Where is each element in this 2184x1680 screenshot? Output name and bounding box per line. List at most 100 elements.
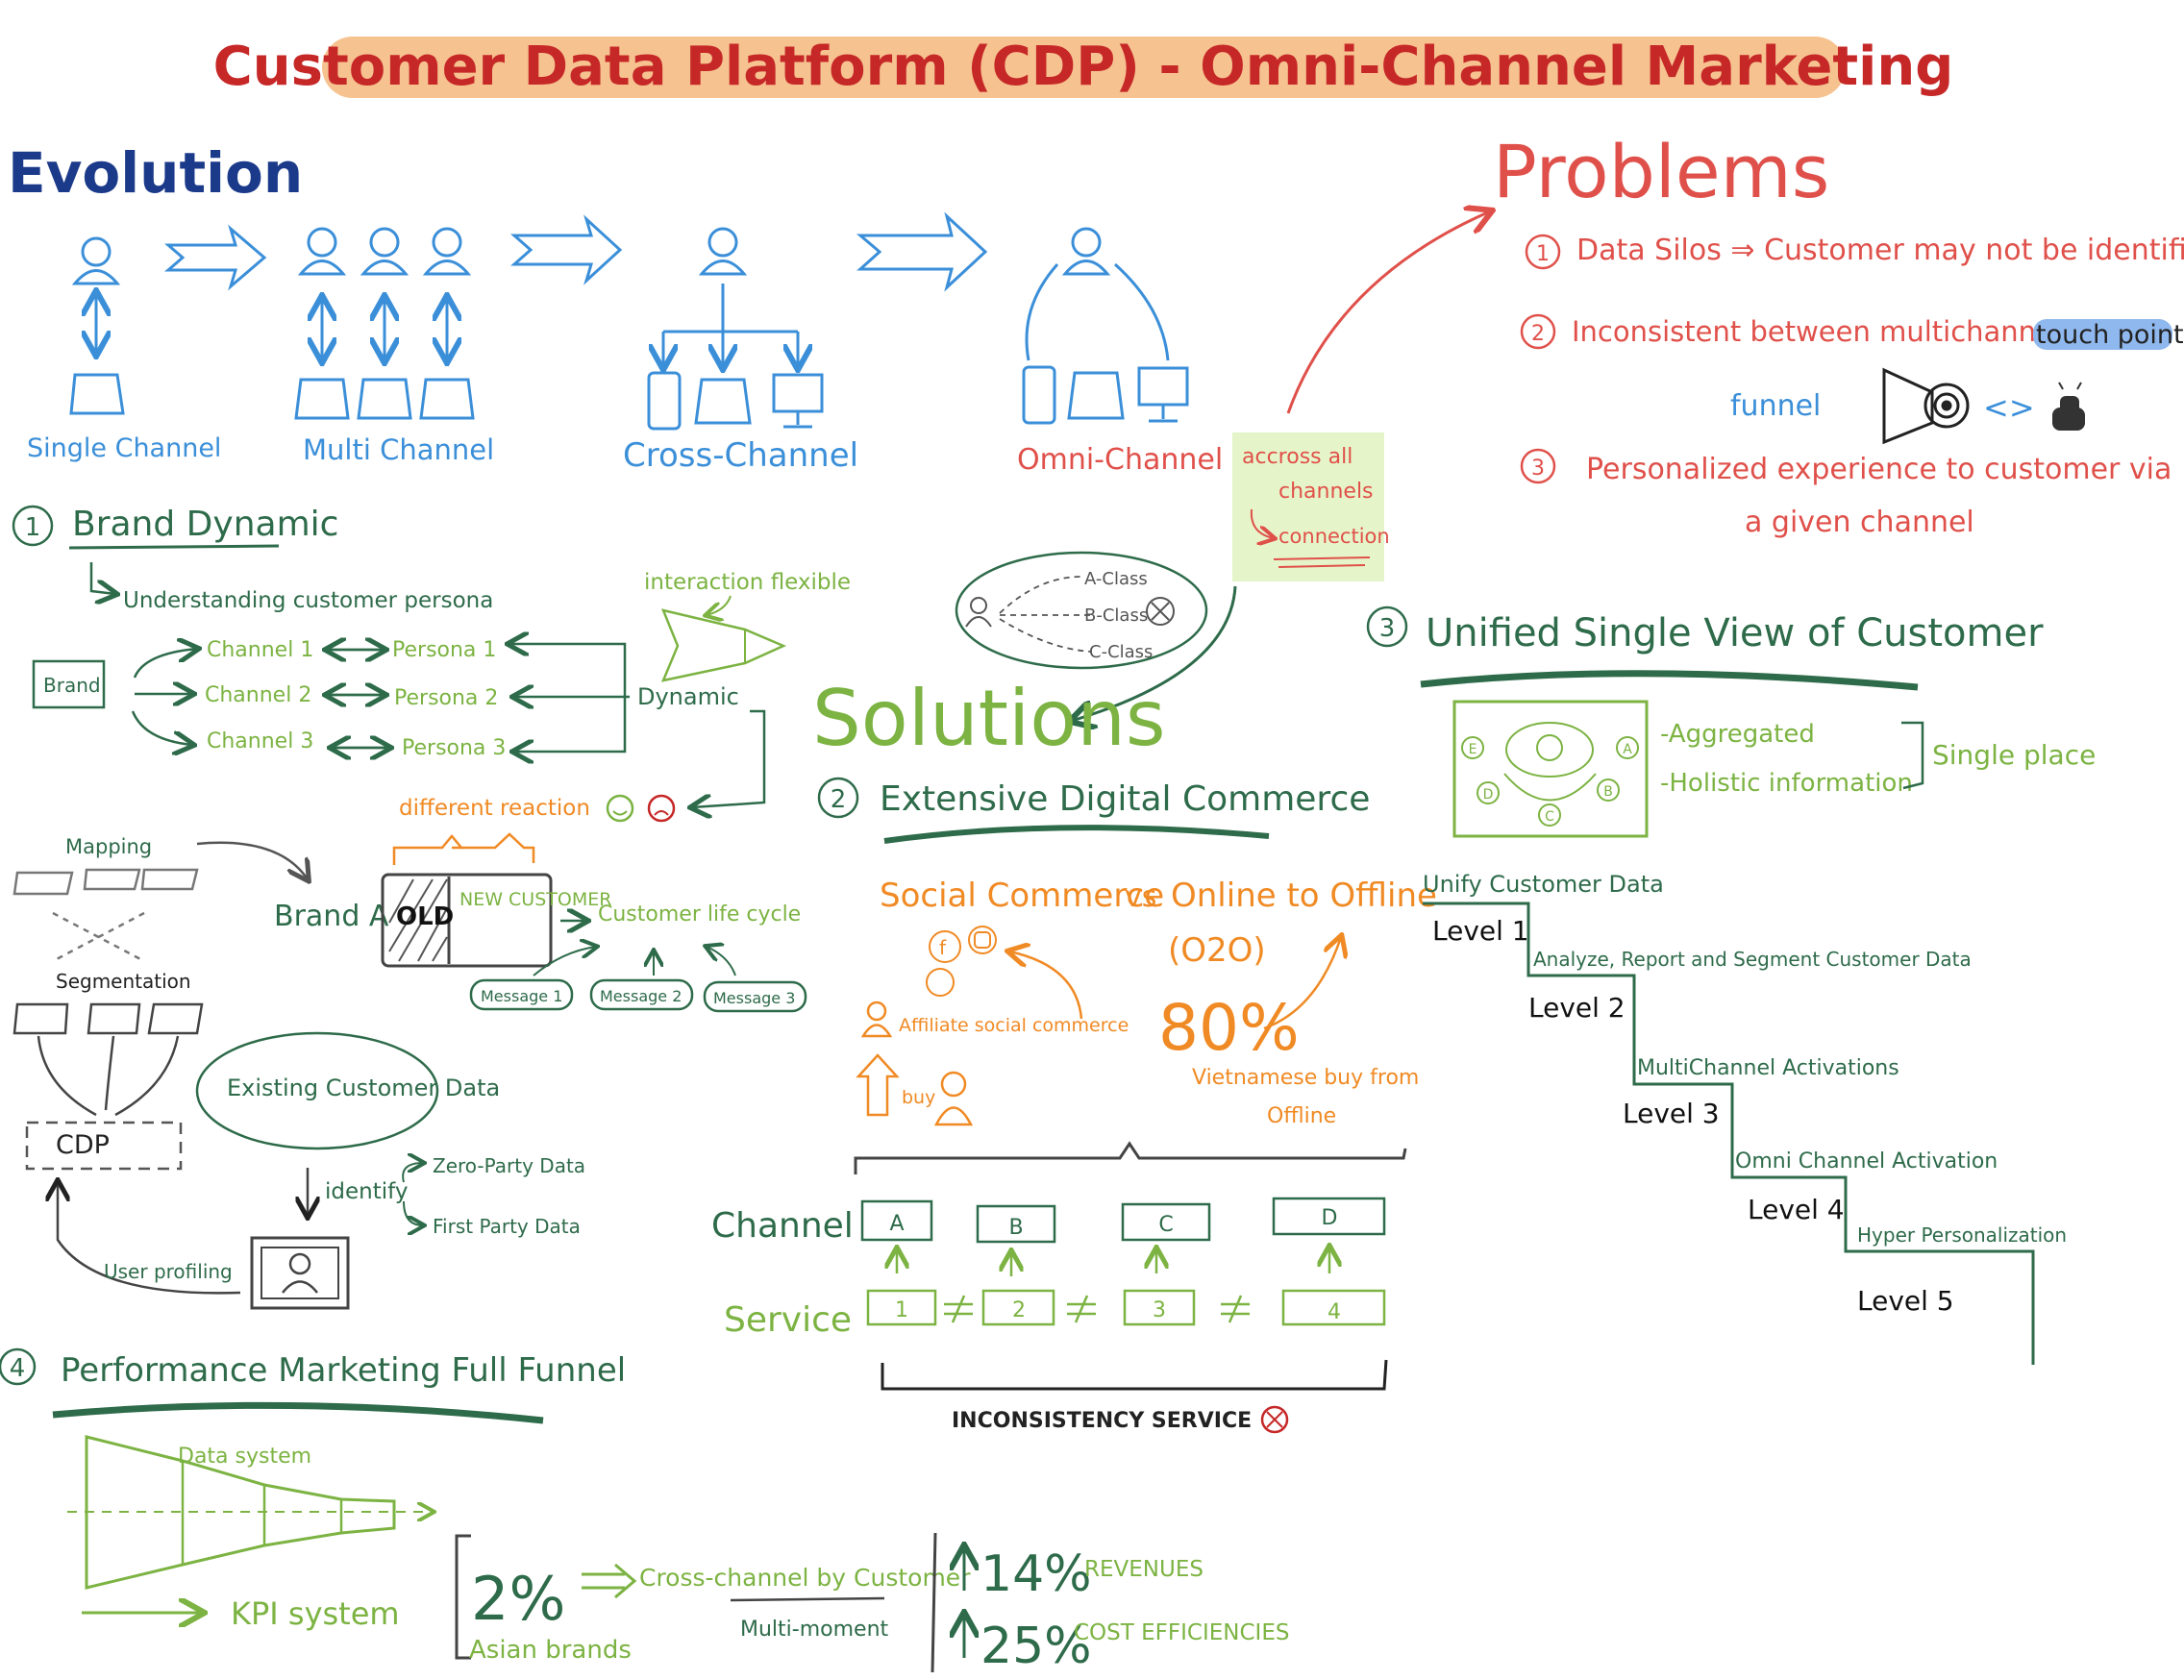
revenue-percent: 14% [980,1545,1092,1603]
digital-commerce-heading: Extensive Digital Commerce [880,779,1370,819]
problem-number: 2 [1531,322,1545,346]
single-channel-icon [69,236,125,415]
persona-label: Persona 2 [394,686,498,710]
cross-channel-icon [647,227,824,431]
service-row-label: Service [724,1300,852,1340]
code-icon: <> [1983,389,2035,426]
life-cycle-label: Customer life cycle [598,902,801,926]
evolution-heading: Evolution [8,140,303,206]
problem-highlight: touch point [2036,320,2184,350]
kpi-system-label: KPI system [231,1595,400,1632]
interaction-label: interaction flexible [644,570,851,595]
brand-box [32,659,106,709]
affiliate-person-icon [866,1001,887,1022]
service-up-arrows [897,1248,1329,1276]
service-box-label: 1 [895,1298,908,1322]
class-label: B-Class [1084,605,1148,626]
node-letter: D [1483,787,1494,803]
problem-number: 1 [1536,242,1550,266]
cost-percent: 25% [980,1618,1092,1675]
note-line-1: accross all [1242,445,1353,469]
mapping-boxes [12,868,199,963]
vietnamese-label: Vietnamese buy from [1192,1066,1419,1090]
segmentation-label: Segmentation [56,970,191,993]
service-box-label: 2 [1012,1298,1026,1322]
message-label: Message 1 [481,987,562,1005]
customer-box [381,873,553,968]
identify-label: identify [325,1179,408,1204]
funnel-target-icon [1882,367,1970,445]
aggregated-label: -Aggregated [1660,720,1815,749]
note-to-solutions-arrow [1072,585,1237,721]
page-title: Customer Data Platform (CDP) - Omni-Chan… [213,36,1954,98]
sticky-note [1232,432,1384,581]
existing-data-label: Existing Customer Data [227,1075,500,1101]
level-desc: Hyper Personalization [1857,1223,2067,1247]
problem-number-circle [1520,313,1556,350]
evolution-arrow [163,224,267,291]
person-icon [970,597,987,614]
persona-label: Persona 1 [392,638,496,662]
problem-text: Data Silos ⇒ Customer may not be identif… [1576,234,2184,267]
unified-diagram-box [1452,700,1649,838]
old-label: OLD [396,902,454,931]
problems-section: Problems 1 Data Silos ⇒ Customer may not… [1493,129,2184,539]
problem-text-line-2: a given channel [1745,506,1974,539]
evolution-section: Evolution Single Channel Multi Channel [8,140,1223,477]
note-line-3: connection [1278,525,1390,548]
data-system-label: Data system [178,1445,311,1469]
section-number: 3 [1379,614,1396,643]
existing-data-ellipse [195,1031,439,1150]
title-background [322,37,1846,98]
channel-boxes [860,1197,1386,1244]
digital-commerce-section: 2 Extensive Digital Commerce Social Comm… [711,777,1437,1434]
full-funnel-shape [85,1435,396,1590]
not-equal-signs [944,1295,1250,1323]
level-desc: Unify Customer Data [1423,871,1664,898]
level-desc: Analyze, Report and Segment Customer Dat… [1533,948,1972,971]
title-banner: Customer Data Platform (CDP) - Omni-Chan… [213,36,1954,98]
click-hand-icon [2052,382,2085,431]
channel-label: Channel 2 [205,683,311,707]
problem-number-circle [1520,448,1556,484]
class-label: C-Class [1089,642,1153,662]
performance-section: 4 Performance Marketing Full Funnel Data… [0,1347,1289,1675]
class-label: A-Class [1084,569,1148,589]
evolution-arrow [510,214,623,285]
unified-heading: Unified Single View of Customer [1426,611,2044,655]
implies-arrow [582,1563,637,1599]
node-letter: C [1545,809,1554,825]
brand-dynamic-heading: Brand Dynamic [72,505,338,544]
service-boxes [866,1289,1386,1326]
new-customer-label: NEW CUSTOMER [459,889,611,910]
revenues-label: REVENUES [1084,1557,1204,1582]
inconsistency-label: INCONSISTENCY SERVICE [952,1409,1252,1433]
stage-label-multi: Multi Channel [303,433,494,466]
message-label: Message 3 [713,989,795,1007]
multi-moment-label: Multi-moment [740,1618,889,1642]
note-to-problems-arrow [1286,211,1490,414]
problem-number-circle [1525,234,1561,270]
problem-number: 3 [1531,457,1545,481]
channel-box-label: A [889,1212,904,1236]
level-label: Level 4 [1748,1194,1845,1225]
class-bubble: A-Class B-Class C-Class [955,551,1208,670]
problem-text: Inconsistent between multichannel [1572,315,2061,348]
social-icons [926,926,997,997]
brand-dynamic-subtitle: Understanding customer persona [123,588,493,613]
error-icon [1260,1405,1289,1434]
old-hatch [388,878,448,962]
message-bubbles [469,978,807,1013]
section-number: 2 [831,785,847,814]
message-label: Message 2 [600,987,682,1005]
zero-party-label: Zero-Party Data [433,1154,585,1177]
social-commerce-label: Social Commerce [880,877,1164,915]
o2o-label: Online to Offline [1171,877,1437,915]
channel-row-label: Channel [711,1206,854,1246]
happy-face-icon [606,794,634,823]
asian-brands-label: Asian brands [469,1636,632,1665]
level-desc: Omni Channel Activation [1735,1149,1998,1174]
cdp-box [25,1121,183,1171]
levels-staircase: Unify Customer Data Level 1 Analyze, Rep… [1423,871,2067,1365]
